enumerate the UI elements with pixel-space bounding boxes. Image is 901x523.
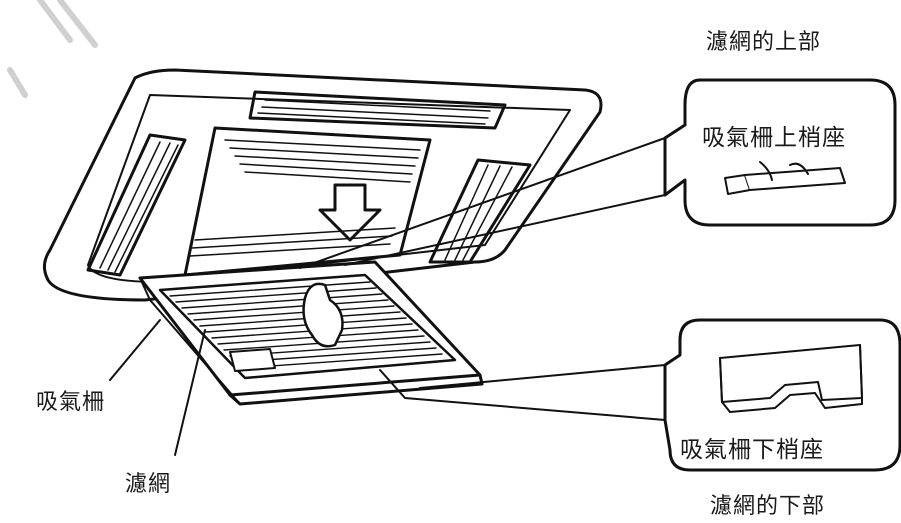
label-grille-lower-seat: 吸氣柵下梢座: [680, 430, 824, 464]
air-outlet-left: [88, 135, 185, 275]
label-filter: 濾網: [125, 466, 171, 498]
air-outlet-right: [430, 160, 530, 262]
intake-opening: [185, 128, 430, 275]
upper-callout: [665, 80, 895, 225]
watermark-fragment: [10, 0, 95, 95]
label-grille: 吸氣柵: [36, 384, 105, 416]
upper-callout-lines: [300, 138, 665, 268]
label-filter-upper-part: 濾網的上部: [706, 24, 821, 56]
label-filter-lower-part: 濾網的下部: [710, 488, 825, 520]
label-grille-upper-seat: 吸氣柵上梢座: [702, 118, 846, 152]
air-outlet-top: [250, 92, 505, 128]
